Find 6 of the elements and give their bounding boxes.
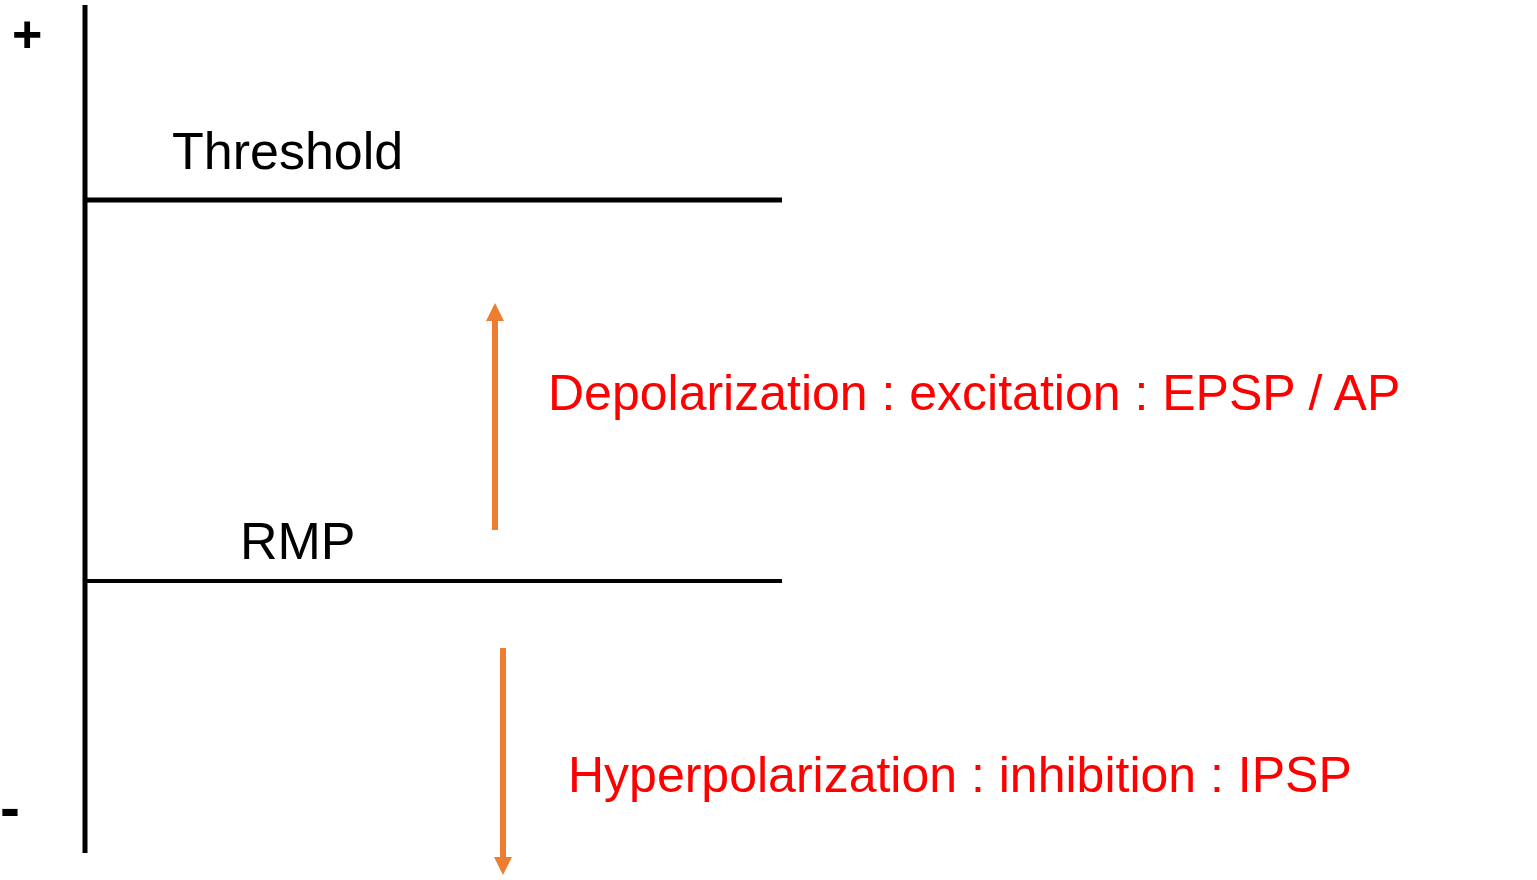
plus-sign: +	[12, 8, 43, 60]
threshold-label: Threshold	[172, 125, 404, 177]
hyperpolarization-label: Hyperpolarization : inhibition : IPSP	[568, 750, 1352, 800]
rmp-label: RMP	[240, 515, 356, 567]
depolarization-label: Depolarization : excitation : EPSP / AP	[548, 368, 1401, 418]
minus-sign: -	[0, 778, 20, 838]
